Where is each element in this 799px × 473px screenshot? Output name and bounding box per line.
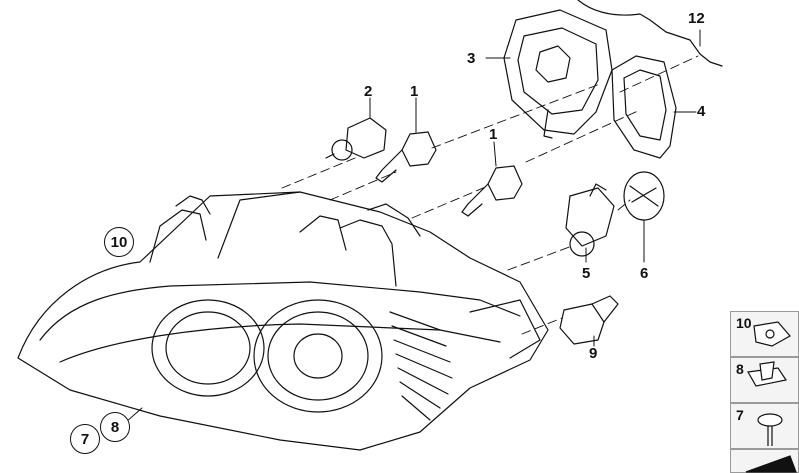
bulb-part-1b (461, 165, 523, 217)
headlight-cover-part-4 (611, 55, 677, 159)
callout-6: 6 (640, 265, 649, 282)
callout-7-circled: 7 (70, 424, 100, 454)
panel-label: 10 (736, 315, 752, 331)
bulb-part-2 (325, 117, 387, 161)
callout-1a: 1 (410, 83, 419, 100)
socket-part-5 (565, 183, 615, 257)
panel-label: 7 (736, 407, 744, 423)
callout-12: 12 (688, 10, 705, 27)
leader-lines (125, 29, 701, 423)
callout-9: 9 (589, 345, 598, 362)
assembly-lines (281, 55, 699, 335)
panel-part-7: 7 (730, 403, 799, 449)
panel-part-10: 10 (730, 311, 799, 357)
panel-label: 8 (736, 361, 744, 377)
callout-4: 4 (697, 103, 706, 120)
wire-harness-part-12 (577, 0, 723, 67)
callout-1b: 1 (489, 126, 498, 143)
headlight-cover-part-3 (503, 9, 613, 139)
callout-10-circled: 10 (104, 227, 134, 257)
callout-8-circled: 8 (100, 412, 130, 442)
callout-2: 2 (364, 83, 373, 100)
headlight-assembly (17, 191, 549, 451)
socket-cap-part-6 (623, 171, 665, 221)
callout-3: 3 (467, 50, 476, 67)
panel-part-8: 8 (730, 357, 799, 403)
socket-part-9 (559, 295, 619, 345)
bulb-part-1a (375, 131, 437, 183)
callout-5: 5 (582, 265, 591, 282)
panel-part-extra (730, 449, 799, 473)
